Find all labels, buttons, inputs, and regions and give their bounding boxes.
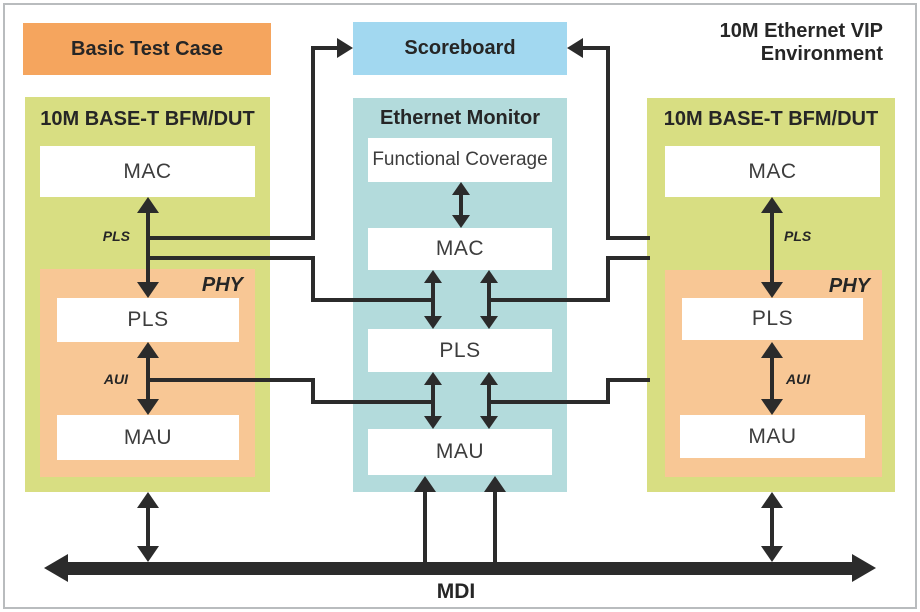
bfm-left-pls-label: PLS — [127, 308, 169, 331]
environment-title-line2: Environment — [760, 43, 883, 65]
mdi-bus-head-right — [852, 554, 876, 582]
arrow-monitor-pls-mau-left-head-bottom — [424, 416, 442, 429]
arrow-monitor-mac-pls-left-head-top — [424, 270, 442, 283]
line-left-pls-tap-upper — [148, 236, 315, 240]
bfm-right-title: 10M BASE-T BFM/DUT — [663, 108, 879, 130]
bfm-left-mau-block: MAU — [57, 415, 239, 460]
arrow-into-scoreboard-right-head — [567, 38, 583, 58]
arrow-mdi-monitor-left-line — [423, 490, 427, 562]
bfm-left-mau-label: MAU — [123, 425, 173, 449]
monitor-functional-coverage-block: Functional Coverage — [368, 138, 552, 182]
monitor-mau-block: MAU — [368, 429, 552, 475]
line-right-to-scoreboard-vertical — [606, 46, 610, 240]
arrow-monitor-fc-mac-head-bottom — [452, 215, 470, 228]
line-right-to-scoreboard-horizontal — [583, 46, 610, 50]
bfm-right-mau-label: MAU — [748, 424, 797, 448]
arrow-monitor-pls-mau-left-head-top — [424, 372, 442, 385]
arrow-right-mac-pls-head-top — [761, 197, 783, 213]
line-right-pls-tap-upper — [606, 236, 650, 240]
arrow-left-mac-pls-head-top — [137, 197, 159, 213]
environment-title: 10M Ethernet VIP Environment — [683, 20, 883, 66]
mdi-bus-bar — [58, 562, 860, 575]
arrow-monitor-fc-mac-head-top — [452, 182, 470, 195]
bfm-right-aui-interface-label: AUI — [786, 371, 811, 387]
arrow-right-mac-pls-head-bottom — [761, 282, 783, 298]
bfm-left-mac-label: MAC — [123, 159, 172, 183]
line-right-aui-to-monitor-vertical — [606, 378, 610, 404]
arrow-right-mdi-head-top — [761, 492, 783, 508]
arrow-monitor-pls-mau-right-head-top — [480, 372, 498, 385]
arrow-right-aui-head-bottom — [761, 399, 783, 415]
bfm-right-pls-interface-label: PLS — [784, 228, 812, 244]
line-left-pls-tap-lower — [148, 256, 315, 260]
bfm-left-mac-block: MAC — [40, 146, 255, 197]
arrow-monitor-mac-pls-right-head-top — [480, 270, 498, 283]
line-right-aui-to-monitor-horizontal — [487, 400, 610, 404]
basic-test-case-block: Basic Test Case — [23, 23, 271, 75]
arrow-monitor-mac-pls-left-head-bottom — [424, 316, 442, 329]
line-left-to-scoreboard-horizontal — [311, 46, 339, 50]
arrow-right-mdi-line — [770, 505, 774, 548]
monitor-mac-block: MAC — [368, 228, 552, 270]
bfm-left-title: 10M BASE-T BFM/DUT — [40, 108, 255, 130]
arrow-right-aui-head-top — [761, 342, 783, 358]
monitor-pls-block: PLS — [368, 329, 552, 372]
arrow-left-mac-pls-line — [146, 210, 150, 284]
bfm-right-mac-block: MAC — [665, 146, 880, 197]
line-left-pls-to-monitor-horizontal — [311, 298, 435, 302]
bfm-left-pls-interface-label: PLS — [102, 228, 130, 244]
arrow-monitor-fc-mac-line — [459, 193, 463, 217]
arrow-left-aui-head-bottom — [137, 399, 159, 415]
mdi-bus-label: MDI — [436, 580, 476, 603]
arrow-left-mdi-head-bottom — [137, 546, 159, 562]
arrow-left-mdi-head-top — [137, 492, 159, 508]
bfm-right-pls-block: PLS — [682, 298, 863, 340]
line-right-pls-to-monitor-horizontal — [487, 298, 610, 302]
bfm-right-pls-label: PLS — [751, 307, 794, 330]
arrow-mdi-monitor-right-head — [484, 476, 506, 492]
monitor-mac-label: MAC — [435, 237, 485, 260]
bfm-left-phy-label: PHY — [201, 274, 243, 296]
scoreboard-label: Scoreboard — [404, 37, 516, 59]
arrow-left-mac-pls-head-bottom — [137, 282, 159, 298]
monitor-functional-coverage-label: Functional Coverage — [372, 149, 548, 170]
arrow-into-scoreboard-left-head — [337, 38, 353, 58]
arrow-monitor-pls-mau-right-head-bottom — [480, 416, 498, 429]
environment-title-line1: 10M Ethernet VIP — [719, 20, 883, 42]
bfm-right-phy-label: PHY — [828, 275, 870, 297]
arrow-right-mac-pls-line — [770, 210, 774, 284]
arrow-left-aui-head-top — [137, 342, 159, 358]
arrow-mdi-monitor-right-line — [493, 490, 497, 562]
arrow-right-aui-line — [770, 355, 774, 401]
bfm-left-pls-block: PLS — [57, 298, 239, 342]
line-left-aui-to-monitor-horizontal — [311, 400, 435, 404]
bfm-right-mac-label: MAC — [748, 159, 797, 183]
arrow-mdi-monitor-left-head — [414, 476, 436, 492]
scoreboard-block: Scoreboard — [353, 22, 567, 75]
line-right-pls-tap-lower — [606, 256, 650, 260]
line-left-aui-tap — [148, 378, 315, 382]
basic-test-case-label: Basic Test Case — [71, 37, 223, 60]
line-right-aui-tap — [606, 378, 650, 382]
bfm-right-mau-block: MAU — [680, 415, 865, 458]
monitor-mau-label: MAU — [435, 440, 485, 463]
arrow-right-mdi-head-bottom — [761, 546, 783, 562]
arrow-left-mdi-line — [146, 505, 150, 548]
line-right-pls-to-monitor-vertical — [606, 256, 610, 302]
mdi-bus-head-left — [44, 554, 68, 582]
line-left-to-scoreboard-vertical — [311, 46, 315, 240]
line-left-aui-to-monitor-vertical — [311, 378, 315, 404]
arrow-monitor-mac-pls-right-head-bottom — [480, 316, 498, 329]
monitor-title: Ethernet Monitor — [380, 107, 540, 129]
line-left-pls-to-monitor-vertical — [311, 256, 315, 302]
bfm-left-aui-interface-label: AUI — [103, 371, 128, 387]
monitor-pls-label: PLS — [439, 338, 481, 362]
